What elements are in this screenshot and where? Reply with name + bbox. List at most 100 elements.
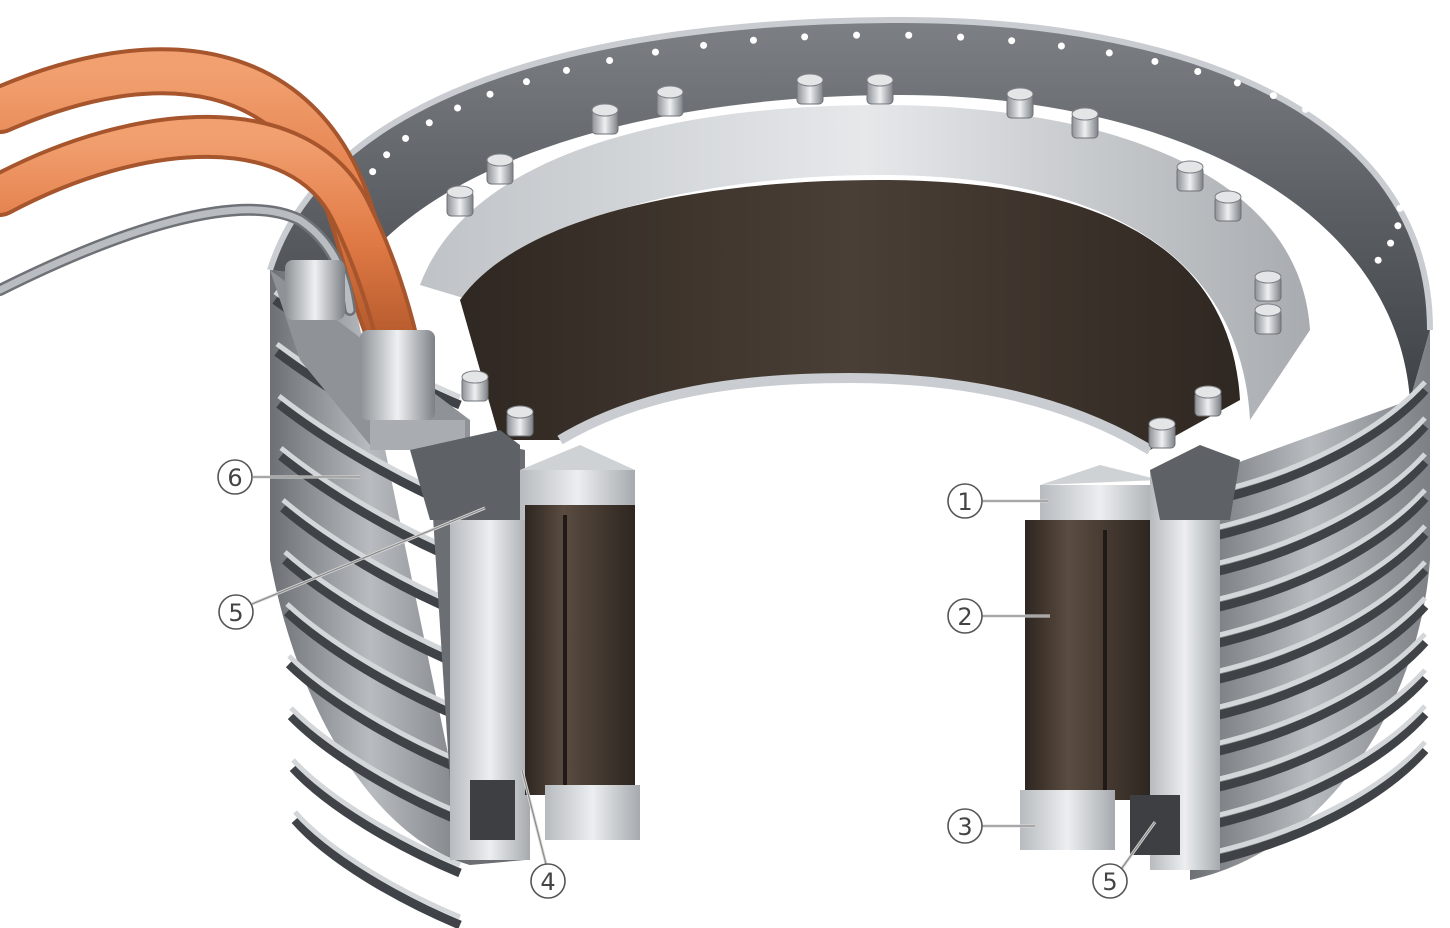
cooling-fin [283, 608, 462, 722]
cooling-fin [1213, 710, 1429, 829]
bolt-head [446, 185, 474, 199]
cooling-fin-highlight [1214, 560, 1427, 675]
callout-2: 2 [947, 598, 1050, 634]
callout-number: 2 [957, 603, 972, 631]
callout-number: 6 [227, 464, 242, 492]
flange-hole [1394, 222, 1402, 230]
bolt-head [1254, 270, 1282, 284]
flange-hole [1396, 204, 1404, 212]
cooling-fin [1213, 458, 1429, 577]
cooling-fin [1213, 530, 1429, 649]
cooling-fin [1213, 746, 1429, 865]
cooling-fin [1213, 638, 1429, 757]
section-cut-right [1020, 445, 1240, 870]
terminal-box [270, 260, 470, 450]
flange-hole [957, 33, 965, 41]
flange-hole [801, 33, 809, 41]
cooling-fin [291, 817, 462, 928]
cooling-fin-highlight [1214, 524, 1427, 639]
flange-hole [1357, 273, 1365, 281]
bolt-head [506, 405, 534, 419]
flange-hole [402, 134, 410, 142]
cooling-fin-highlight [283, 550, 461, 660]
outer-flange [267, 16, 1433, 400]
callout-6-left: 6 [217, 459, 360, 495]
flange-hole [383, 151, 391, 159]
callout-3: 3 [947, 808, 1035, 844]
flange-hole [905, 31, 913, 39]
flange-hole [1371, 152, 1379, 160]
callout-number: 5 [228, 599, 243, 627]
cooling-fin-highlight [289, 706, 461, 816]
bolt-head [1006, 87, 1034, 101]
cooling-fin-highlight [1214, 668, 1427, 783]
flange-hole [1384, 169, 1392, 177]
callout-number: 3 [957, 813, 972, 841]
cooling-fin [282, 556, 462, 670]
flange-hole [1353, 136, 1361, 144]
cooling-fin-highlight [285, 602, 461, 712]
flange-hole [1393, 187, 1401, 195]
flange-hole [1329, 120, 1337, 128]
flange-hole [369, 168, 377, 176]
callout-labels: 6 5 4 1 2 3 [217, 459, 1157, 899]
cooling-fins-right [1213, 380, 1429, 865]
cooling-fin-highlight [1214, 416, 1427, 531]
flange-hole [1302, 105, 1310, 113]
flange-hole [522, 78, 530, 86]
flange-hole [853, 31, 861, 39]
rotor-interior [460, 180, 1240, 455]
bolt-head [1194, 385, 1222, 399]
mounting-bolts [446, 73, 1282, 449]
bolt-head [1148, 417, 1176, 431]
flange-hole [1194, 67, 1202, 75]
flange-hole [486, 90, 494, 98]
bolt-head [1214, 190, 1242, 204]
bolt-head [796, 73, 824, 87]
flange-hole [1374, 256, 1382, 264]
bolt-head [1254, 303, 1282, 317]
flange-hole [562, 66, 570, 74]
cooling-fin [1213, 674, 1429, 793]
cooling-fin-highlight [1214, 704, 1427, 819]
callout-1: 1 [947, 483, 1048, 519]
callout-number: 4 [540, 868, 555, 896]
bolt-head [866, 73, 894, 87]
cooling-fin [1213, 602, 1429, 721]
section-cut-left [410, 430, 640, 865]
cooling-fin-highlight [287, 654, 461, 764]
cooling-fin-highlight [1214, 596, 1427, 711]
bolt-head [461, 370, 489, 384]
callout-4: 4 [520, 769, 566, 899]
bolt-head [1176, 160, 1204, 174]
cooling-fin-highlight [291, 758, 461, 868]
bolt-head [656, 85, 684, 99]
flange-hole [1233, 79, 1241, 87]
flange-hole [454, 104, 462, 112]
cooling-fin-highlight [1214, 488, 1427, 603]
callout-number: 1 [957, 488, 972, 516]
bolt-head [1071, 107, 1099, 121]
flange-hole [1269, 92, 1277, 100]
flange-hole [749, 36, 757, 44]
rotor-flange-ring [420, 105, 1310, 420]
cooling-fin [1213, 494, 1429, 613]
callout-5-left: 5 [218, 506, 486, 630]
cooling-fin-highlight [1214, 380, 1427, 495]
cooling-fin-highlight [1214, 740, 1427, 855]
cooling-fin-highlight [1214, 452, 1427, 567]
cooling-fin [285, 660, 462, 774]
cooling-fin [1213, 386, 1429, 505]
cooling-fin-highlight [293, 810, 461, 920]
flange-hole [606, 57, 614, 65]
bolt-head [486, 153, 514, 167]
stator-housing-right [1190, 330, 1430, 880]
cooling-fin [289, 764, 462, 878]
flange-hole [700, 41, 708, 49]
flange-hole [1105, 49, 1113, 57]
cooling-fin [280, 504, 462, 618]
flange-hole [1387, 239, 1395, 247]
cooling-fin [287, 712, 462, 826]
bolt-head [591, 103, 619, 117]
